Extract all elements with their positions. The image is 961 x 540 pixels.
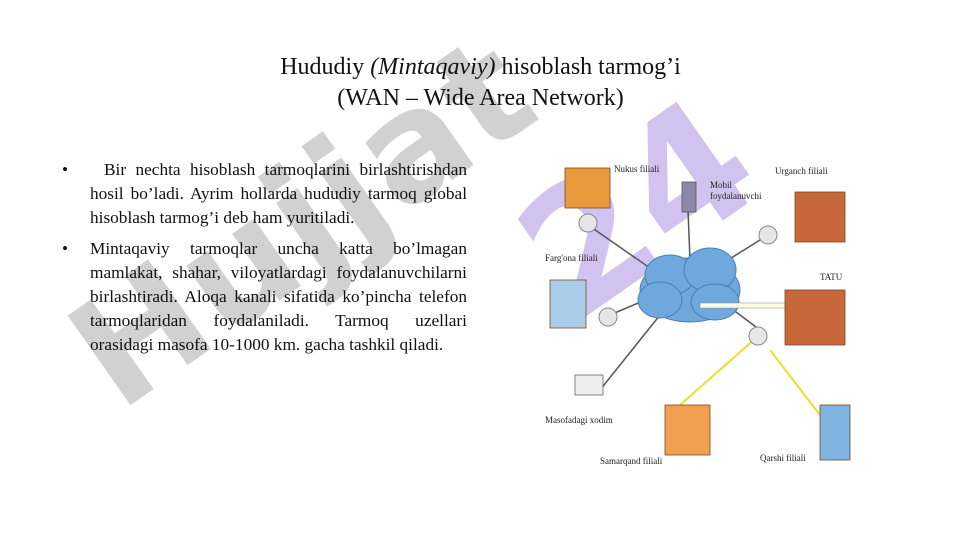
- bullet-text: Mintaqaviy tarmoqlar uncha katta bo’lmag…: [90, 238, 467, 355]
- bullet-marker: •: [62, 238, 69, 258]
- mobile-user-icon: [681, 181, 697, 213]
- fargona-building-icon: [549, 279, 587, 329]
- label-samarqand: Samarqand filiali: [600, 456, 663, 466]
- label-qarshi: Qarshi filiali: [760, 453, 806, 463]
- label-masofadagi-xodim: Masofadagi xodim: [545, 415, 613, 425]
- router-icons: [578, 213, 778, 346]
- bullet-text: Bir nechta hisoblash tarmoqlarini birlas…: [90, 160, 467, 228]
- label-foydalanuvchi: foydalanuvchi: [710, 191, 762, 201]
- bullet-marker: •: [62, 160, 69, 179]
- bullet-list: • Bir nechta hisoblash tarmoqlarini birla…: [62, 158, 467, 364]
- wan-diagram: Nukus filiali Mobil foydalanuvchi Urganc…: [545, 164, 851, 466]
- building-icons: [549, 167, 851, 461]
- title-italic: (Mintaqaviy): [370, 54, 496, 80]
- label-fargona: Farg'ona filiali: [545, 253, 598, 263]
- samarqand-building-icon: [664, 404, 711, 456]
- wireless-links: [679, 337, 821, 416]
- address-tooltip: [699, 302, 786, 309]
- label-tatu: TATU: [820, 272, 843, 282]
- tatu-building-icon: [784, 289, 846, 346]
- qarshi-building-icon: [819, 404, 851, 461]
- urganch-building-icon: [794, 191, 846, 243]
- cloud-icon: [637, 247, 741, 323]
- nukus-building-icon: [564, 167, 611, 209]
- label-mobil: Mobil: [710, 180, 733, 190]
- title-text: Hududiy: [280, 54, 371, 80]
- slide-title: Hududiy (Mintaqaviy) hisoblash tarmog’i …: [0, 52, 961, 114]
- label-urganch: Urganch filiali: [775, 166, 828, 176]
- title-text-suffix: hisoblash tarmog’i: [495, 54, 681, 80]
- laptop-icon: [574, 374, 604, 396]
- bullet-item: • Bir nechta hisoblash tarmoqlarini birla…: [62, 158, 467, 231]
- label-nukus: Nukus filiali: [614, 164, 660, 174]
- title-subline: (WAN – Wide Area Network): [337, 85, 624, 111]
- bullet-item: • Mintaqaviy tarmoqlar uncha katta bo’lma…: [62, 237, 467, 358]
